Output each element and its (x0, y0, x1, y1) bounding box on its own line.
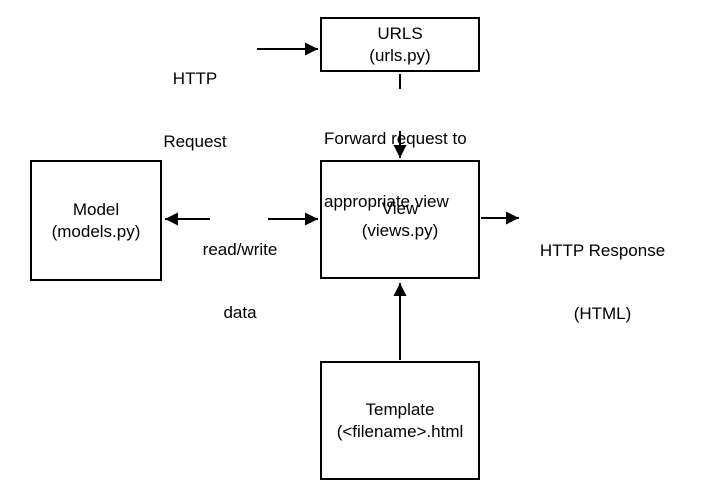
label-http-response-line1: HTTP Response (539, 241, 666, 260)
label-read-write-line1: read/write (202, 240, 278, 259)
label-http-response: HTTP Response (HTML) (530, 198, 675, 366)
label-forward-line1: Forward request to (324, 129, 467, 148)
node-model: Model (models.py) (30, 160, 162, 281)
label-read-write-line2: data (223, 303, 257, 322)
label-forward-request: Forward request to appropriate view (324, 86, 504, 254)
label-forward-line2: appropriate view (324, 192, 449, 211)
node-urls-title: URLS (377, 23, 423, 43)
label-http-request-line1: HTTP (172, 69, 218, 88)
node-template-subtitle: (<filename>.html (336, 421, 464, 441)
label-http-response-line2: (HTML) (573, 304, 632, 323)
node-template-title: Template (365, 399, 435, 419)
node-template: Template (<filename>.html (320, 361, 480, 480)
node-view: View (views.py) (320, 160, 480, 279)
node-view-title: View (381, 198, 419, 218)
label-http-request: HTTP Request (145, 26, 245, 194)
label-http-request-line2: Request (163, 132, 227, 151)
node-urls: URLS (urls.py) (320, 17, 480, 72)
node-model-subtitle: (models.py) (51, 221, 141, 241)
node-view-subtitle: (views.py) (361, 220, 439, 240)
node-model-title: Model (72, 199, 120, 219)
label-read-write-data: read/write data (190, 197, 290, 365)
node-urls-subtitle: (urls.py) (369, 45, 431, 65)
